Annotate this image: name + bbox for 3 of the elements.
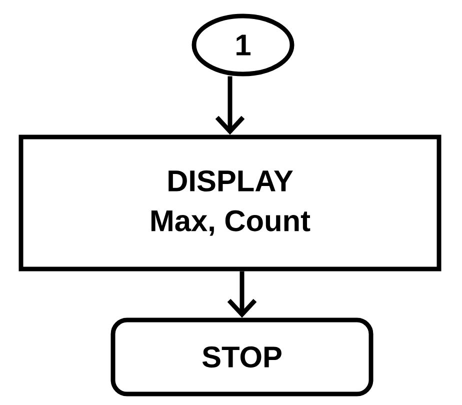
process-box: DISPLAY Max, Count	[18, 134, 442, 272]
arrow	[215, 76, 245, 135]
terminal-box: STOP	[110, 318, 374, 396]
